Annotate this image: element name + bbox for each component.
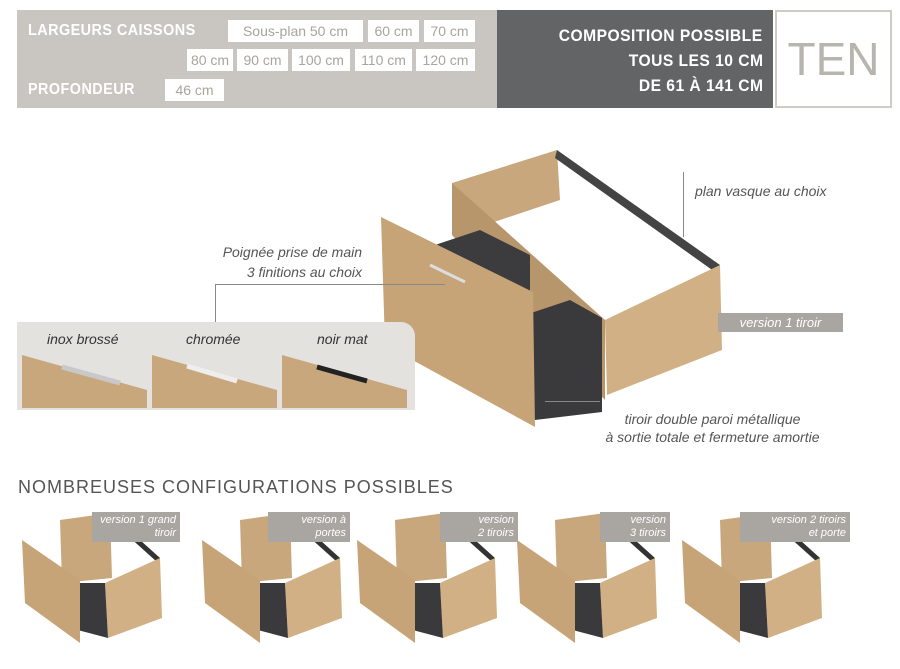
composition-line: DE 61 À 141 CM (638, 76, 763, 95)
handle-note: Poignée prise de main (222, 244, 362, 260)
handle-note: 3 finitions au choix (246, 264, 362, 280)
config-tag-line: portes (315, 527, 346, 539)
cabinet-right-side (605, 265, 722, 395)
config-tag-line: version 2 tiroirs (771, 514, 846, 526)
version-tag: version 1 tiroir (718, 313, 843, 332)
width-chip: 60 cm (368, 20, 419, 42)
widths-label: LARGEURS CAISSONS (28, 22, 196, 39)
cabinet-back (395, 513, 447, 583)
callout-line (683, 172, 684, 237)
cabinet-side (105, 558, 162, 638)
cabinet-front (22, 540, 80, 643)
drawer-note: tiroir double paroi métallique (624, 411, 801, 427)
config-tag-line: et porte (808, 527, 846, 539)
width-chip: Sous-plan 50 cm (228, 20, 363, 42)
config-cabinet (200, 508, 350, 658)
cabinet-side (600, 558, 657, 638)
composition-line: COMPOSITION POSSIBLE (559, 26, 763, 45)
config-tag-line: version 1 grand (100, 514, 176, 526)
depth-label: PROFONDEUR (28, 81, 135, 98)
composition-line: TOUS LES 10 CM (628, 51, 763, 70)
plan-note: plan vasque au choix (695, 183, 827, 199)
finish-label: chromée (186, 331, 241, 347)
cabinet-side (285, 558, 342, 638)
inox-handle (61, 364, 121, 386)
cabinet-side (440, 558, 497, 638)
cabinet-top-rim (555, 150, 720, 272)
cabinet-back (555, 513, 607, 583)
config-tag-line: version à (301, 514, 346, 526)
black-handle (316, 364, 368, 384)
config-tag-line: 2 tiroirs (477, 527, 514, 539)
finish-label: noir mat (317, 331, 368, 347)
callout-line (215, 284, 445, 285)
cabinet-front (682, 540, 740, 643)
cabinet-illustration (381, 150, 722, 427)
config-tag-line: 3 tiroirs (629, 527, 666, 539)
width-chip: 70 cm (424, 20, 475, 42)
config-tag-line: tiroir (154, 527, 176, 539)
callout-line (215, 284, 216, 322)
cabinet-side (765, 558, 822, 638)
inox-sample (22, 355, 147, 408)
depth-chip: 46 cm (165, 79, 224, 101)
config-tag-line: version (478, 514, 514, 526)
drawer-front-panel (381, 217, 535, 427)
configurations-title: NOMBREUSES CONFIGURATIONS POSSIBLES (18, 477, 454, 497)
width-chip: 80 cm (187, 49, 233, 71)
finish-label: inox brossé (47, 331, 119, 347)
chrome-handle (186, 363, 238, 384)
cabinet-front (202, 540, 260, 643)
chrome-sample (152, 355, 277, 408)
width-chip: 110 cm (355, 49, 412, 71)
composition-panel (497, 10, 773, 108)
black-sample (282, 355, 407, 408)
config-cabinet (355, 508, 505, 658)
config-cabinet (515, 508, 665, 658)
cabinet-front (517, 540, 575, 643)
cabinet-front (357, 540, 415, 643)
drawer-note: à sortie totale et fermeture amortie (605, 429, 820, 445)
width-chip: 120 cm (416, 49, 475, 71)
handle-samples (22, 355, 407, 408)
callout-line (545, 401, 600, 402)
width-chip: 100 cm (292, 49, 350, 71)
width-chip: 90 cm (237, 49, 288, 71)
handle-recess (429, 263, 466, 284)
model-name: TEN (775, 10, 892, 108)
config-tag-line: version (630, 514, 666, 526)
